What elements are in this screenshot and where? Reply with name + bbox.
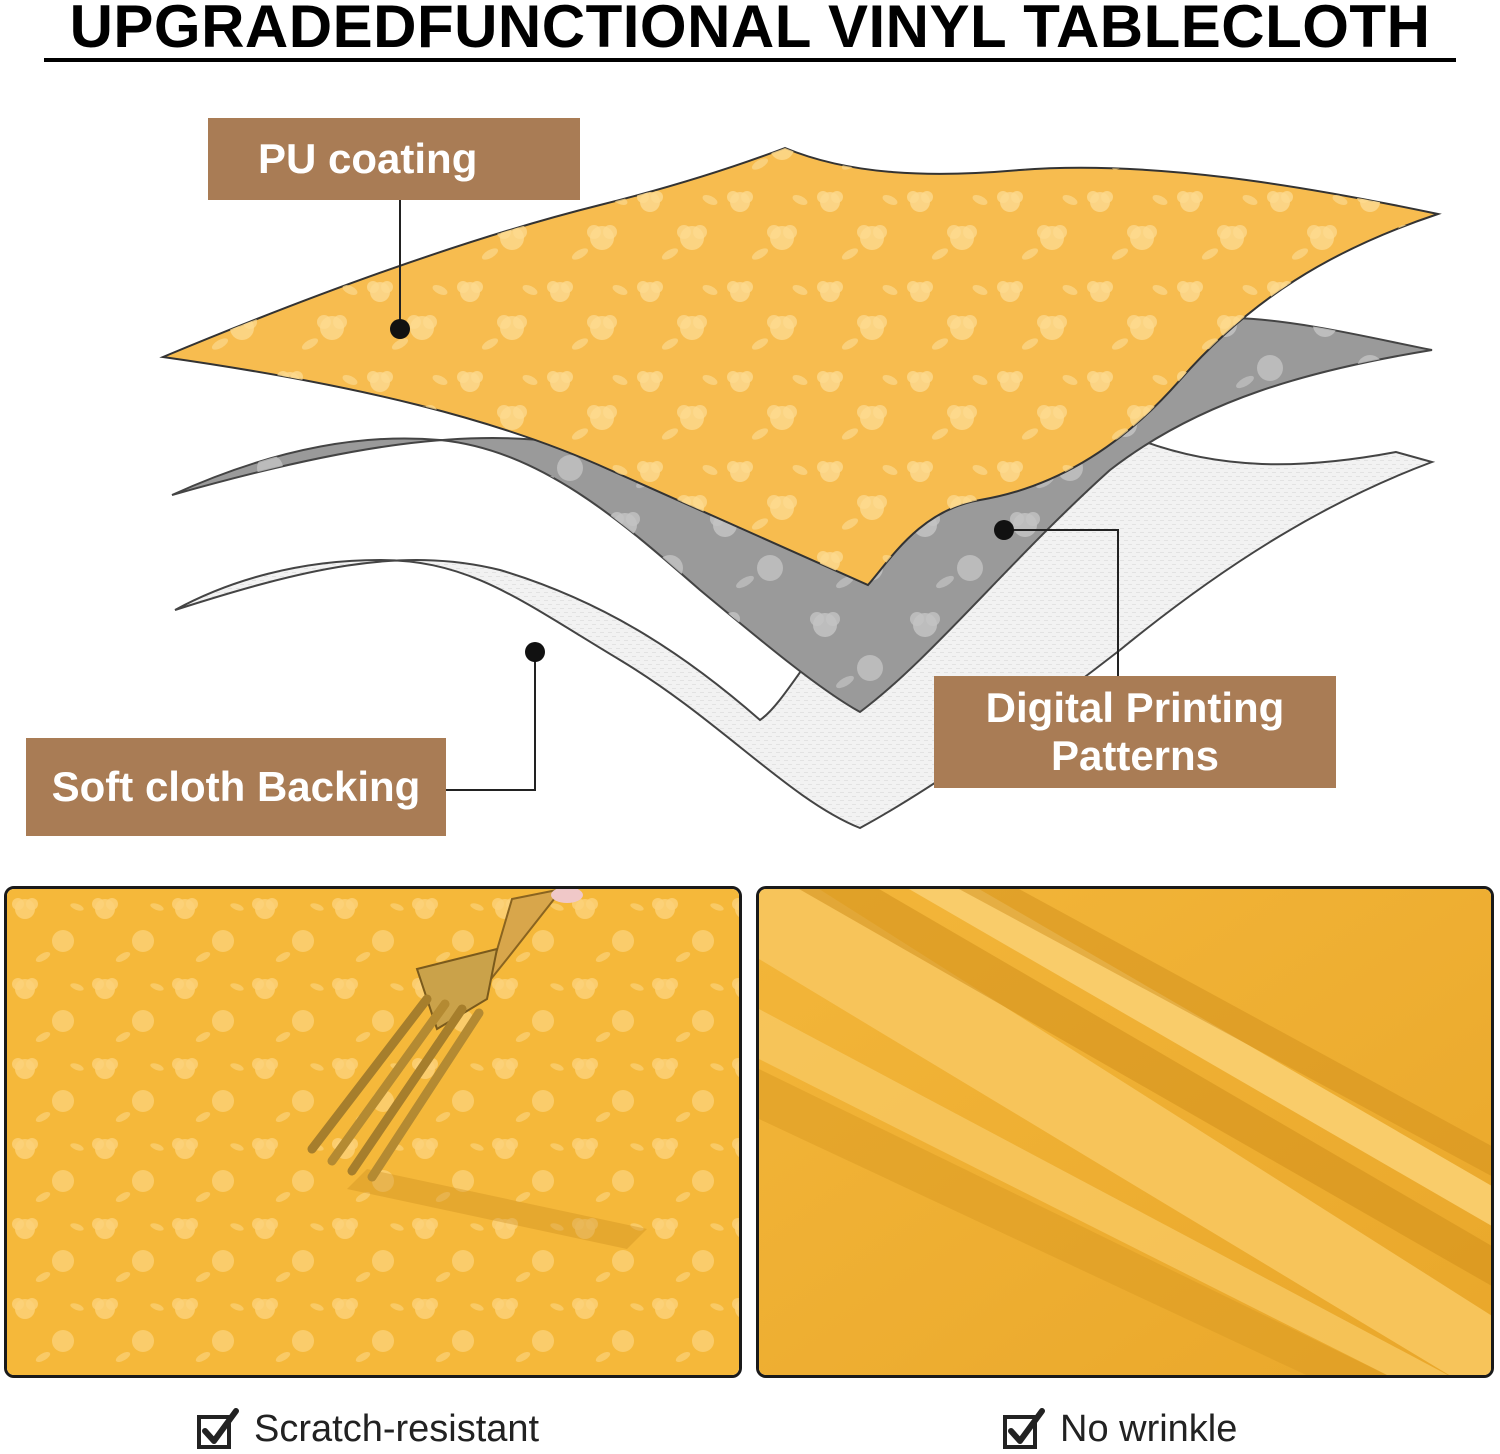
no-wrinkle-photo: [756, 886, 1494, 1378]
soft-cloth-backing-label: Soft cloth Backing: [26, 738, 446, 836]
title-underline: [44, 58, 1456, 62]
scratch-resistant-text: Scratch-resistant: [254, 1407, 540, 1450]
printing-leader-line: [1004, 529, 1119, 676]
scratch-resistant-caption: Scratch-resistant: [196, 1406, 539, 1452]
no-wrinkle-caption: No wrinkle: [1002, 1406, 1237, 1452]
digital-printing-label: Digital Printing Patterns: [934, 676, 1336, 788]
printing-leader-dot: [994, 520, 1014, 540]
soft-cloth-backing-label-text: Soft cloth Backing: [51, 762, 421, 810]
pu-coating-label: PU coating: [208, 118, 580, 200]
checkbox-checked-icon: [197, 1408, 239, 1449]
fork-icon: [307, 889, 583, 1182]
digital-printing-label-line1: Digital Printing: [985, 683, 1285, 731]
scratch-resistant-photo: [4, 886, 742, 1378]
no-wrinkle-text: No wrinkle: [1060, 1407, 1238, 1450]
layer-diagram: [159, 146, 1442, 830]
backing-leader-dot: [525, 642, 545, 662]
checkbox-checked-icon: [1003, 1408, 1045, 1449]
backing-leader-line: [446, 652, 536, 791]
pu-leader-dot: [390, 319, 410, 339]
digital-printing-label-line2: Patterns: [1050, 732, 1220, 779]
page-title: UPGRADEDFUNCTIONAL VINYL TABLECLOTH: [69, 0, 1431, 60]
pu-coating-label-text: PU coating: [258, 134, 478, 182]
